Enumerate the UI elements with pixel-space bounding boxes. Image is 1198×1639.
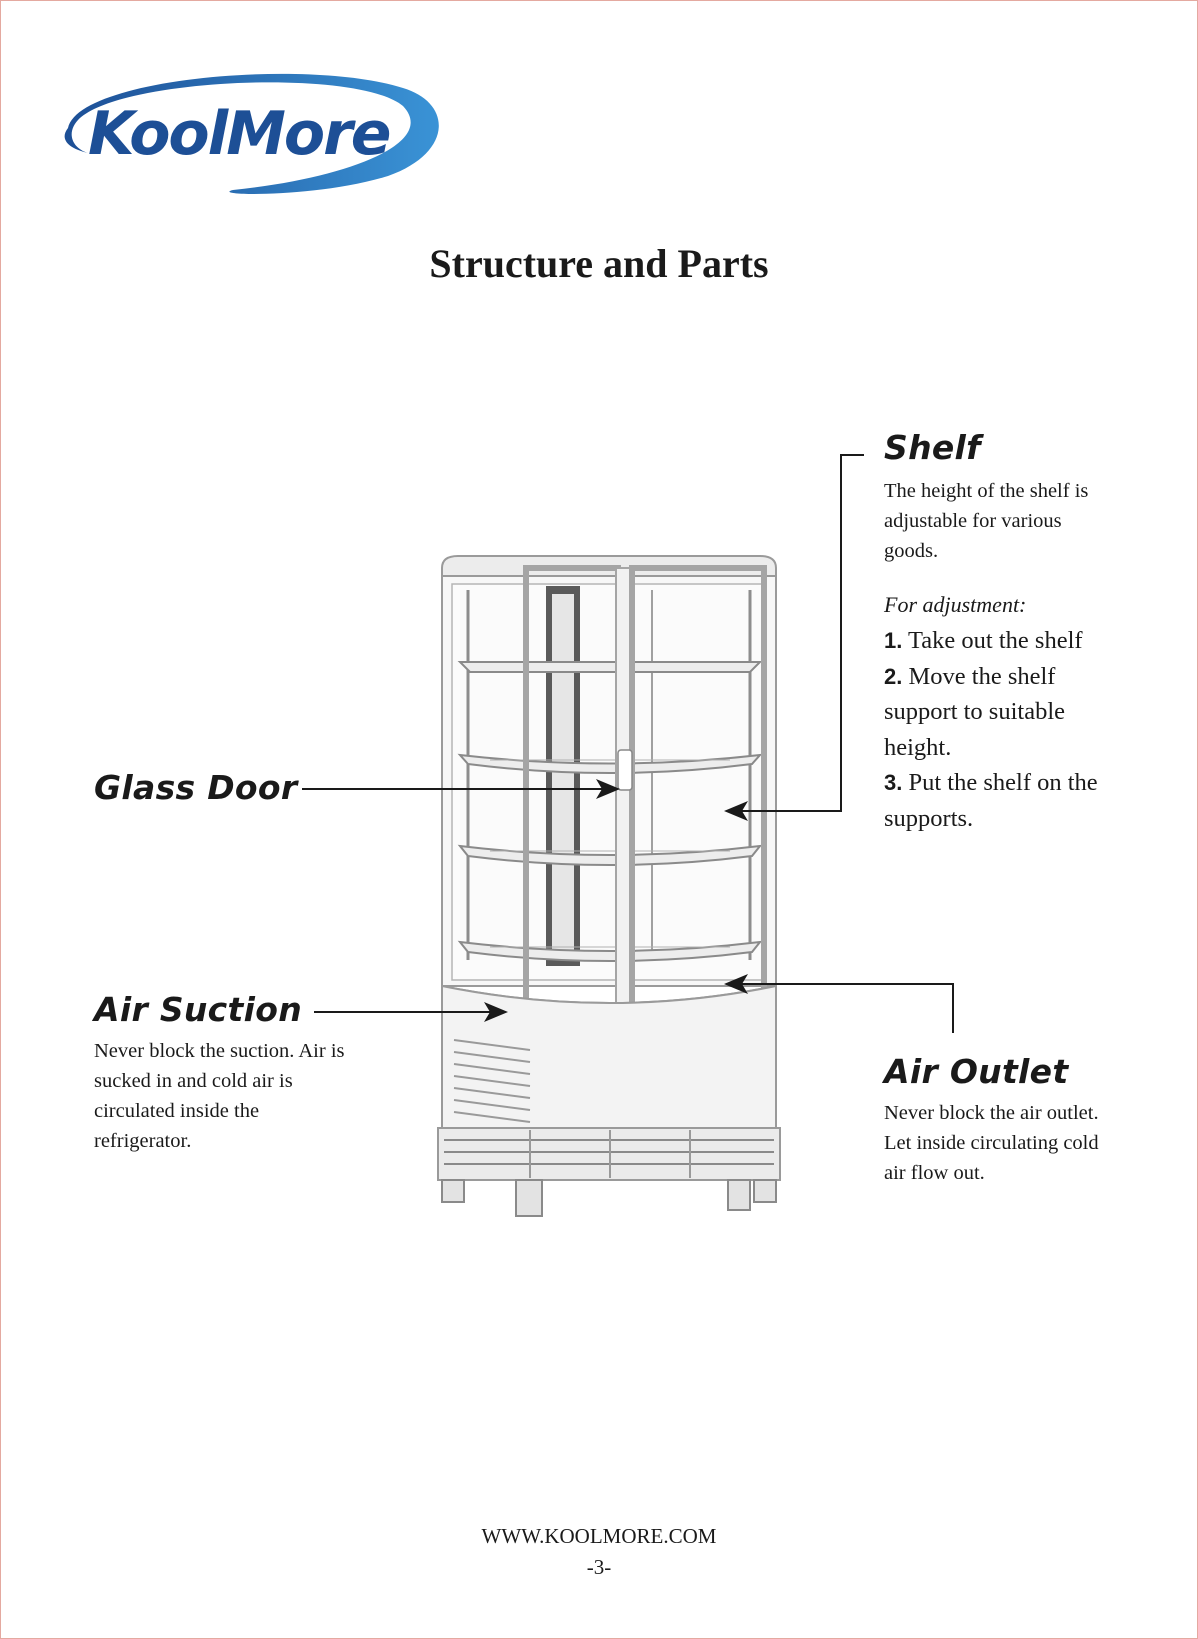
step-number: 3.: [884, 770, 903, 795]
air-suction-description: Never block the suction. Air is sucked i…: [94, 1040, 345, 1152]
step-item: 2. Move the shelf support to suitable he…: [884, 659, 1134, 766]
step-text: Put the shelf on the supports.: [884, 769, 1098, 832]
step-item: 1. Take out the shelf: [884, 623, 1134, 659]
fridge-illustration: [437, 555, 781, 1217]
shelf-heading: Shelf: [884, 428, 981, 467]
air-outlet-description: Never block the air outlet. Let inside c…: [884, 1102, 1099, 1184]
glass-door-heading: Glass Door: [94, 768, 298, 807]
step-item: 3. Put the shelf on the supports.: [884, 765, 1134, 836]
footer-website: WWW.KOOLMORE.COM: [481, 1524, 717, 1548]
air-suction-heading: Air Suction: [94, 990, 302, 1029]
step-number: 2.: [884, 663, 903, 689]
adjustment-steps: 1. Take out the shelf 2. Move the shelf …: [884, 623, 1134, 836]
page-title: Structure and Parts: [429, 241, 769, 286]
step-text: Move the shelf support to suitable heigh…: [884, 662, 1066, 761]
shelf-description: The height of the shelf is adjustable fo…: [884, 480, 1089, 562]
koolmore-logo: KoolMore: [64, 73, 439, 195]
step-number: 1.: [884, 628, 903, 653]
air-outlet-heading: Air Outlet: [884, 1052, 1069, 1091]
adjustment-title: For adjustment:: [884, 592, 1027, 617]
logo-text: KoolMore: [88, 99, 390, 169]
page-number: -3-: [586, 1555, 612, 1579]
step-text: Take out the shelf: [908, 627, 1083, 654]
